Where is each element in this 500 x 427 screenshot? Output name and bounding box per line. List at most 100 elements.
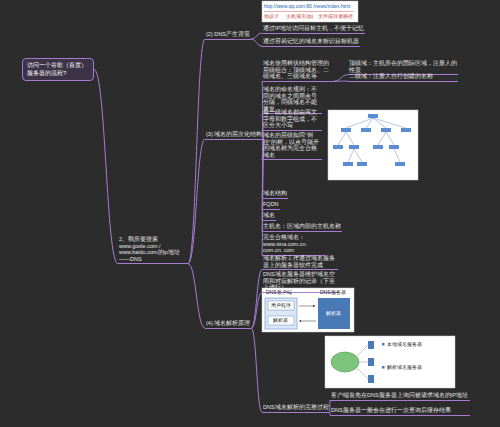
tree-line bbox=[394, 149, 400, 162]
topic-text: 域名 bbox=[263, 212, 275, 219]
topic-text: DNS域名服务器维护域名空间和对应解析的记录（下至上进行） bbox=[263, 271, 337, 291]
tree-line bbox=[338, 132, 346, 145]
topic-box: 完全合格域名：www.sina.com.cn. com.cn. com bbox=[262, 234, 324, 256]
tree-box bbox=[343, 162, 353, 166]
server-icon bbox=[368, 358, 374, 366]
topic-box: 每一级域名都由英文字母和数字组成，不区分大小写 bbox=[262, 109, 322, 131]
topic-text: 域名解析工作通过域名服务器上的服务器软件完成 bbox=[263, 255, 337, 268]
picture-label: DNS服务器 bbox=[320, 290, 346, 296]
topic-text: 域名使用树状结构管理的层级组合：顶级域名、二级域名、三级域名等 bbox=[263, 60, 333, 80]
topic-box: 客户端首先在DNS服务器上询问被请求域名的IP地址 bbox=[330, 392, 470, 401]
topic-text: DNS域名解析的完整过程 bbox=[263, 404, 329, 411]
topic-box: 域名解析工作通过域名服务器上的服务器软件完成 bbox=[262, 255, 338, 270]
tree-box bbox=[361, 128, 371, 132]
topic-box: 域名使用树状结构管理的层级组合：顶级域名、二级域名、三级域名等 bbox=[262, 60, 334, 82]
client-panel bbox=[265, 298, 297, 329]
topic-box: FQDN bbox=[262, 201, 280, 210]
topic-text: 顶级域：主机所在的国际区域，注册人的性质 bbox=[349, 60, 457, 73]
branch-line bbox=[251, 39, 262, 46]
branch-line bbox=[188, 264, 205, 328]
tree-line bbox=[366, 118, 373, 128]
url-text: http://www.qq.com:80 /news/index.html bbox=[264, 4, 350, 10]
tree-line bbox=[373, 118, 386, 128]
tree-line bbox=[348, 149, 354, 162]
tree-line bbox=[386, 132, 394, 145]
server-icon bbox=[368, 341, 374, 349]
bullet-square bbox=[382, 343, 385, 346]
tree-box bbox=[368, 114, 378, 118]
topic-text: 访问一个谷歌（百度）服务器的流程? bbox=[27, 62, 89, 77]
topic-text: 每一级域名都由英文字母和数字组成，不区分大小写 bbox=[263, 109, 321, 129]
program-box bbox=[268, 301, 294, 310]
topic-box: 通过容易记忆的域名来标识目标机器 bbox=[262, 38, 360, 47]
topic-text: 域名的层级如同“倒挂”的树，以点号隔开的域名称为完全合格域名 bbox=[263, 132, 321, 158]
tree-boxes bbox=[333, 114, 411, 166]
query-arrow bbox=[299, 306, 315, 307]
topic-text: (2) DNS产生背景 bbox=[206, 31, 250, 38]
picture-label: 本地域名服务器 bbox=[387, 342, 422, 348]
tree-box bbox=[381, 128, 391, 132]
topic-text: 主机名：区域内部的主机名称 bbox=[263, 223, 341, 230]
picture-label: 解析域名服务器 bbox=[387, 365, 422, 371]
tree-line bbox=[346, 118, 373, 128]
server-icons bbox=[368, 341, 385, 383]
topic-box: (2) DNS产生背景 bbox=[205, 31, 251, 40]
branch-line bbox=[94, 70, 118, 264]
root-server-picture bbox=[325, 336, 455, 388]
url-part: 协议:// bbox=[264, 14, 278, 20]
topic-text: 完全合格域名：www.sina.com.cn. com.cn. com bbox=[263, 234, 323, 254]
topic-box: 域名 bbox=[262, 212, 276, 221]
resolver-box bbox=[268, 316, 294, 325]
server-link bbox=[357, 345, 368, 356]
server-links bbox=[357, 345, 368, 379]
tree-line bbox=[378, 132, 386, 145]
root-topic: 访问一个谷歌（百度）服务器的流程? bbox=[22, 58, 94, 81]
tree-box bbox=[389, 145, 399, 149]
topic-text: 域名结构 bbox=[263, 190, 287, 197]
server-link bbox=[357, 368, 368, 379]
topic-text: (3) 域名的层次化结构 bbox=[206, 131, 262, 138]
branch-line bbox=[188, 39, 205, 264]
picture-label: 用户程序 bbox=[271, 303, 291, 309]
branch-line bbox=[251, 328, 262, 412]
server-link bbox=[359, 362, 368, 363]
tree-box bbox=[401, 128, 411, 132]
tree-box bbox=[349, 145, 359, 149]
tree-line bbox=[373, 118, 406, 128]
tree-box bbox=[357, 162, 367, 166]
url-underline bbox=[264, 11, 354, 12]
topic-text: 二级域：注册人自行创建的名称 bbox=[349, 73, 457, 80]
reply-arrow bbox=[301, 321, 316, 322]
topic-box: DNS服务器一般会在进行一次查询后缓存结果 bbox=[330, 407, 470, 416]
tree-line bbox=[346, 132, 354, 145]
branch-line bbox=[188, 139, 205, 264]
branch-line bbox=[251, 33, 262, 39]
tree-box bbox=[333, 145, 343, 149]
topic-box: 2、我所要搜索www.goole.com / www.baidu.com的ip地… bbox=[118, 236, 188, 264]
dns-resolver-picture bbox=[262, 288, 354, 332]
picture-frame bbox=[325, 336, 455, 388]
tree-line bbox=[354, 149, 362, 162]
picture-label: 解析器 bbox=[273, 318, 288, 324]
url-part: 文件或目录路径 bbox=[318, 14, 353, 20]
tree-box bbox=[395, 162, 405, 166]
topic-box: 通过IP地址访问目标主机，不便于记忆 bbox=[262, 25, 365, 34]
topic-text: DNS服务器一般会在进行一次查询后缓存结果 bbox=[331, 407, 469, 414]
branch-line bbox=[251, 270, 262, 328]
branch-line bbox=[334, 81, 348, 82]
topic-text: 通过IP地址访问目标主机，不便于记忆 bbox=[263, 25, 364, 32]
tree-box bbox=[373, 145, 383, 149]
topic-text: FQDN bbox=[263, 201, 279, 208]
topic-box: 域名结构 bbox=[262, 190, 288, 199]
internet-cloud bbox=[331, 352, 359, 372]
topic-box: 主机名：区域内部的主机名称 bbox=[262, 223, 342, 232]
server-panel bbox=[318, 298, 350, 329]
topic-box: (3) 域名的层次化结构 bbox=[205, 131, 263, 140]
tree-box bbox=[341, 128, 351, 132]
topic-box: 二级域：注册人自行创建的名称 bbox=[348, 73, 458, 82]
domain-tree-picture bbox=[328, 110, 418, 180]
tree-lines bbox=[338, 118, 406, 162]
